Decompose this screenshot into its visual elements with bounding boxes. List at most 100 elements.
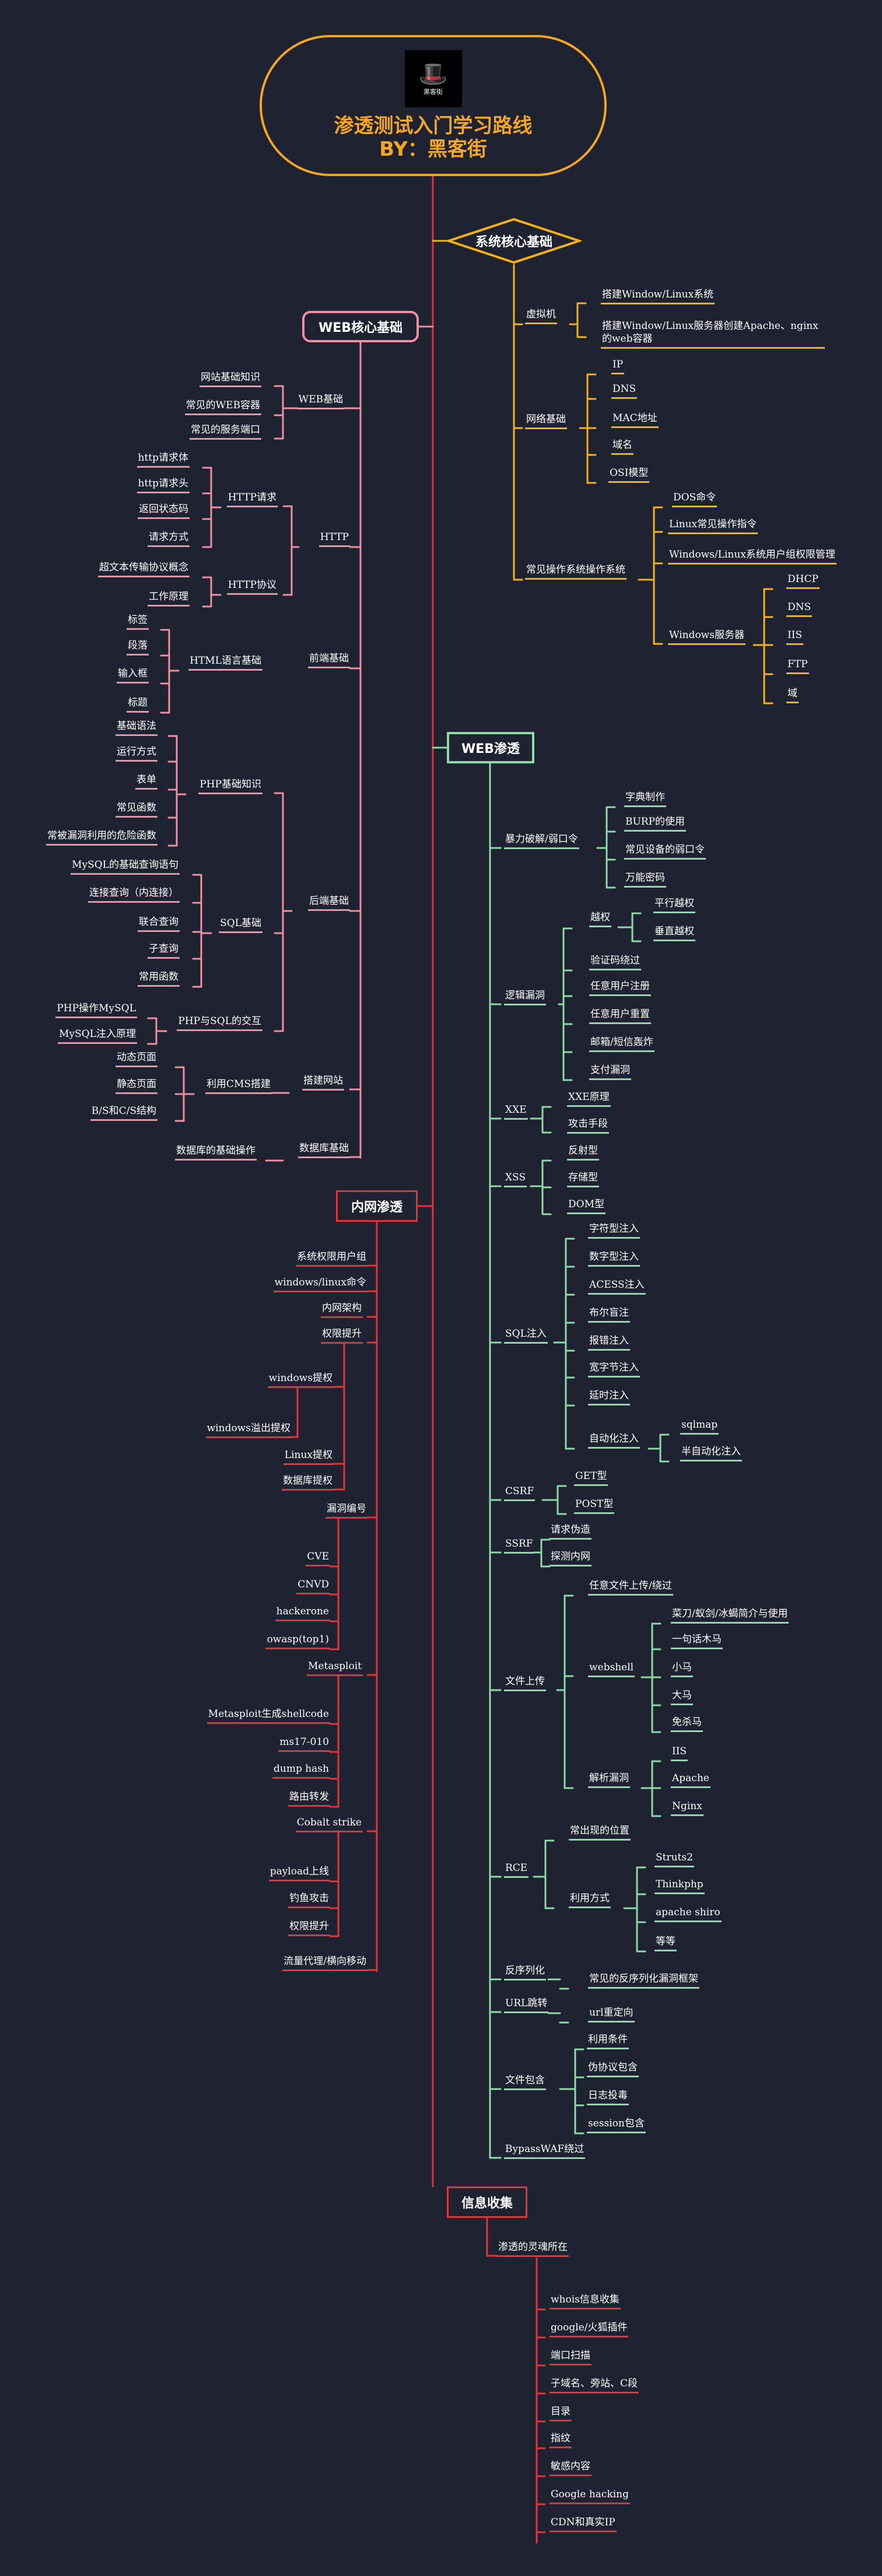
web-pentest-waf-label-label[interactable]: BypassWAF绕过: [504, 2143, 586, 2159]
web-core-frontend-html-items-2-label[interactable]: 输入框: [117, 667, 149, 684]
web-core-frontend-html-items-0-label[interactable]: 标签: [127, 614, 149, 630]
system-net-label-label[interactable]: 网络基础: [525, 413, 567, 429]
web-core-frontend-html-items-1-label[interactable]: 段落: [127, 639, 149, 656]
web-pentest-sqli-auto-items-1-label[interactable]: 半自动化注入: [680, 1445, 742, 1462]
web-pentest-url-items-0-label[interactable]: url重定向: [588, 2006, 635, 2023]
web-core-backend-phpsql-items-0-label[interactable]: PHP操作MySQL: [55, 1002, 137, 1018]
intranet-privesc-label-label[interactable]: 权限提升: [321, 1327, 363, 1344]
intranet-msf-items-0-label[interactable]: Metasploit生成shellcode: [206, 1708, 330, 1724]
web-core-site-cms-label-label[interactable]: 利用CMS搭建: [205, 1078, 272, 1094]
web-core-backend-php-items-0-label[interactable]: 基础语法: [116, 720, 158, 736]
web-core-backend-php-items-2-label[interactable]: 表单: [135, 773, 158, 790]
web-core-site-cms-items-1-label[interactable]: 静态页面: [116, 1078, 158, 1094]
intranet-last-label[interactable]: 流量代理/横向移动: [282, 1955, 368, 1971]
system-vm-label-label[interactable]: 虚拟机: [525, 308, 557, 324]
info-gathering-node[interactable]: 信息收集: [447, 2186, 527, 2218]
web-pentest-upload-any-label-label[interactable]: 任意文件上传/绕过: [588, 1579, 673, 1596]
web-core-backend-label-label[interactable]: 后端基础: [308, 895, 350, 911]
web-core-backend-phpsql-items-1-label[interactable]: MySQL注入原理: [58, 1028, 137, 1044]
system-net-items-1-label[interactable]: DNS: [611, 383, 638, 399]
info-items-5-label[interactable]: 指纹: [550, 2432, 572, 2448]
info-items-3-label[interactable]: 子域名、旁站、C段: [550, 2377, 639, 2393]
web-core-http-proto-items-0-label[interactable]: 超文本传输协议概念: [98, 561, 190, 577]
intranet-vuln-items-3-label[interactable]: owasp(top1): [265, 1633, 330, 1649]
web-core-backend-sql-items-4-label[interactable]: 常用函数: [138, 970, 180, 987]
web-pentest-ssrf-items-1-label[interactable]: 探测内网: [550, 1550, 592, 1566]
web-pentest-rce-exploit-items-2-label[interactable]: apache shiro: [654, 1906, 722, 1922]
web-core-web-basic-items-1-label[interactable]: 常见的WEB容器: [184, 399, 261, 415]
web-pentest-logic-items-1-label[interactable]: 任意用户注册: [589, 980, 651, 996]
web-pentest-upload-webshell-label-label[interactable]: webshell: [588, 1661, 635, 1677]
system-core-node[interactable]: 系统核心基础: [446, 217, 582, 265]
info-items-2-label[interactable]: 端口扫描: [550, 2349, 592, 2365]
web-pentest-sqli-items-0-label[interactable]: 字符型注入: [588, 1222, 640, 1239]
web-pentest-sqli-items-5-label[interactable]: 宽字节注入: [588, 1361, 640, 1378]
web-pentest-upload-parse-items-1-label[interactable]: Apache: [671, 1772, 710, 1788]
intranet-privesc-items-1-label[interactable]: 数据库提权: [282, 1474, 334, 1491]
web-pentest-logic-items-2-label[interactable]: 任意用户重置: [589, 1008, 651, 1024]
web-pentest-include-items-1-label[interactable]: 伪协议包含: [587, 2061, 639, 2077]
system-os-items-1-label[interactable]: Linux常见操作指令: [668, 518, 758, 534]
web-pentest-brute-items-0-label[interactable]: 字典制作: [624, 791, 666, 807]
web-core-web-basic-items-0-label[interactable]: 网站基础知识: [200, 371, 261, 387]
web-pentest-xxe-items-1-label[interactable]: 攻击手段: [567, 1117, 609, 1134]
web-pentest-node[interactable]: WEB渗透: [447, 732, 534, 763]
web-pentest-logic-label-label[interactable]: 逻辑漏洞: [504, 989, 546, 1005]
intranet-group1-2-label[interactable]: 内网架构: [321, 1302, 363, 1318]
web-pentest-sqli-items-3-label[interactable]: 布尔盲注: [588, 1306, 630, 1323]
web-core-backend-php-label-label[interactable]: PHP基础知识: [198, 778, 262, 794]
web-pentest-include-label-label[interactable]: 文件包含: [504, 2074, 546, 2090]
web-pentest-sqli-label-label[interactable]: SQL注入: [504, 1327, 548, 1344]
system-net-items-2-label[interactable]: MAC地址: [611, 412, 659, 428]
web-pentest-sqli-items-1-label[interactable]: 数字型注入: [588, 1250, 640, 1267]
system-winsrv-label-label[interactable]: Windows服务器: [668, 629, 746, 645]
web-core-web-basic-items-2-label[interactable]: 常见的服务端口: [190, 423, 261, 440]
system-net-items-4-label[interactable]: OSI模型: [608, 467, 650, 483]
web-pentest-brute-items-2-label[interactable]: 常见设备的弱口令: [624, 843, 706, 860]
web-pentest-xss-items-1-label[interactable]: 存储型: [567, 1171, 599, 1187]
web-pentest-rce-exploit-items-1-label[interactable]: Thinkphp: [654, 1878, 705, 1894]
web-core-site-label-label[interactable]: 搭建网站: [302, 1074, 344, 1091]
web-core-db-label-label[interactable]: 数据库基础: [298, 1142, 350, 1158]
web-pentest-rce-exploit-items-0-label[interactable]: Struts2: [654, 1851, 694, 1867]
web-core-web-basic-label-label[interactable]: WEB基础: [297, 393, 344, 409]
root-node[interactable]: 🎩 黑客街 渗透测试入门学习路线 BY：黑客街: [260, 35, 607, 176]
info-items-1-label[interactable]: google/火狐插件: [550, 2321, 629, 2337]
web-core-http-label-label[interactable]: HTTP: [318, 531, 350, 547]
web-pentest-brute-label-label[interactable]: 暴力破解/弱口令: [504, 833, 579, 849]
web-pentest-upload-webshell-items-1-label[interactable]: 一句话木马: [671, 1633, 723, 1649]
web-pentest-sqli-items-2-label[interactable]: ACESS注入: [588, 1278, 646, 1295]
system-winsrv-items-3-label[interactable]: FTP: [786, 658, 809, 674]
web-core-backend-sql-label-label[interactable]: SQL基础: [219, 917, 262, 933]
intranet-privesc-items-0-label[interactable]: Linux提权: [283, 1449, 334, 1465]
info-items-6-label[interactable]: 敏感内容: [550, 2460, 592, 2476]
web-pentest-rce-common-label-label[interactable]: 常出现的位置: [569, 1824, 631, 1841]
web-core-http-req-items-2-label[interactable]: 返回状态码: [138, 503, 190, 519]
web-core-frontend-html-items-3-label[interactable]: 标题: [127, 696, 149, 713]
web-pentest-upload-parse-items-2-label[interactable]: Nginx: [671, 1800, 704, 1816]
web-pentest-rce-exploit-items-3-label[interactable]: 等等: [654, 1935, 677, 1951]
intranet-cs-items-2-label[interactable]: 权限提升: [288, 1920, 330, 1936]
web-pentest-xxe-label-label[interactable]: XXE: [504, 1103, 528, 1120]
web-pentest-logic-overreach-items-0-label[interactable]: 平行越权: [653, 897, 695, 913]
info-sub-label-label[interactable]: 渗透的灵魂所在: [497, 2241, 569, 2257]
web-pentest-xss-label-label[interactable]: XSS: [504, 1171, 527, 1187]
web-core-backend-php-items-1-label[interactable]: 运行方式: [116, 745, 158, 762]
web-core-http-proto-label-label[interactable]: HTTP协议: [226, 579, 278, 595]
intranet-vuln-items-2-label[interactable]: hackerone: [275, 1605, 330, 1621]
intranet-group1-0-label[interactable]: 系统权限用户组: [296, 1250, 368, 1267]
web-pentest-deser-items-0-label[interactable]: 常见的反序列化漏洞框架: [588, 1972, 699, 1989]
web-pentest-logic-overreach-items-1-label[interactable]: 垂直越权: [653, 925, 695, 941]
web-pentest-brute-items-1-label[interactable]: BURP的使用: [624, 815, 687, 832]
system-os-items-0-label[interactable]: DOS命令: [672, 491, 718, 507]
web-pentest-ssrf-label-label[interactable]: SSRF: [504, 1537, 534, 1554]
web-pentest-include-items-3-label[interactable]: session包含: [587, 2117, 646, 2133]
web-pentest-rce-label-label[interactable]: RCE: [504, 1862, 529, 1878]
web-pentest-brute-items-3-label[interactable]: 万能密码: [624, 871, 666, 888]
web-core-http-req-items-3-label[interactable]: 请求方式: [148, 531, 190, 547]
intranet-node[interactable]: 内网渗透: [336, 1190, 418, 1222]
web-pentest-ssrf-items-0-label[interactable]: 请求伪造: [550, 1523, 592, 1540]
system-vm-items-1-label[interactable]: 搭建Window/Linux服务器创建Apache、nginx的web容器: [601, 320, 825, 349]
web-pentest-csrf-label-label[interactable]: CSRF: [504, 1485, 536, 1501]
web-pentest-xxe-items-0-label[interactable]: XXE原理: [567, 1091, 611, 1107]
